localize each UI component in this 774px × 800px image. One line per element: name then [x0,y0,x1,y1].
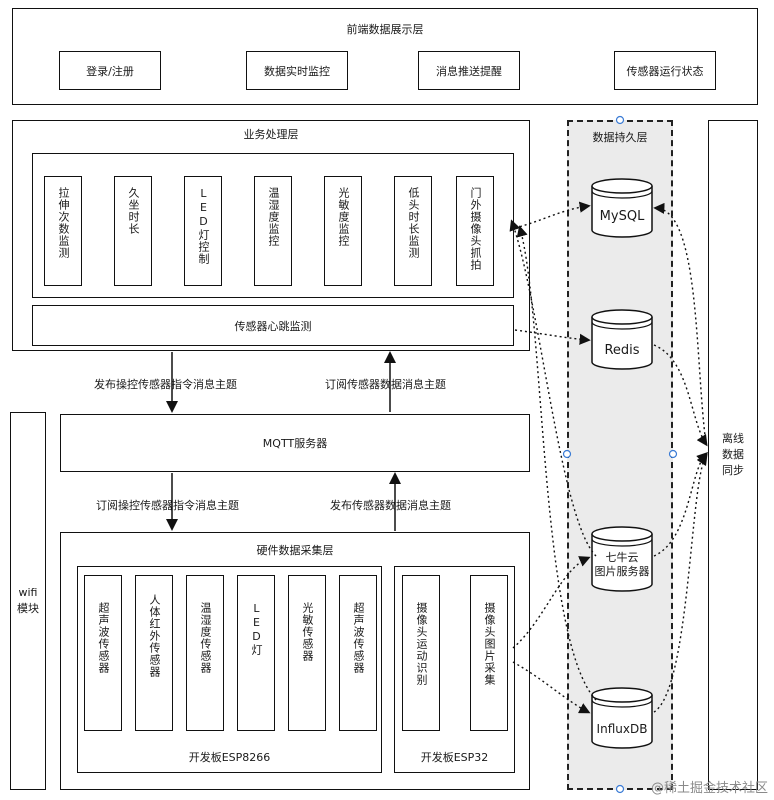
edge-esp32-to-influx [512,661,591,714]
subscribe-data-label: 订阅传感器数据消息主题 [325,378,446,391]
mqtt-server-box: MQTT服务器 [60,414,530,472]
business-layer-title: 业务处理层 [243,128,299,141]
module-led-control: LED灯控制 [184,176,222,286]
redis-label: Redis [604,343,640,358]
sensor-light: 光敏传感器 [288,575,326,731]
sensor-camera-capture: 摄像头图片采集 [470,575,508,731]
sensor-led: LED灯 [237,575,275,731]
persist-anchor-bottom [615,784,625,794]
watermark: @稀土掘金技术社区 [650,781,768,796]
persist-anchor-top [615,115,625,125]
persistence-layer-title: 数据持久层 [592,131,648,144]
qiniu-cylinder [591,526,653,592]
publish-control-label: 发布操控传感器指令消息主题 [94,378,237,391]
esp32-label: 开发板ESP32 [420,751,489,764]
mysql-label: MySQL [599,209,645,224]
sensor-ultrasonic-1: 超声波传感器 [84,575,122,731]
persist-anchor-right [668,449,678,459]
influxdb-label: InfluxDB [596,722,648,736]
module-sitting-duration: 久坐时长 [114,176,152,286]
module-head-down-duration: 低头时长监测 [394,176,432,286]
wifi-module-box: wifi模块 [10,412,46,790]
edge-influx-to-business [516,225,597,701]
edge-redis-to-offline [653,344,708,447]
module-light-sensitivity: 光敏度监控 [324,176,362,286]
subscribe-control-label: 订阅操控传感器指令消息主题 [96,499,239,512]
module-door-camera: 门外摄像头抓拍 [456,176,494,286]
publish-data-label: 发布传感器数据消息主题 [330,499,451,512]
hardware-layer: 硬件数据采集层 超声波传感器 人体红外传感器 温湿度传感器 LED灯 光敏传感器… [60,532,530,790]
influxdb-cylinder [591,687,653,749]
edge-qiniu-to-offline [653,452,708,557]
offline-sync-label: 离线数据同步 [722,432,744,477]
mysql-cylinder [591,178,653,238]
esp8266-board: 超声波传感器 人体红外传感器 温湿度传感器 LED灯 光敏传感器 超声波传感器 … [77,566,382,773]
sensor-ultrasonic-2: 超声波传感器 [339,575,377,731]
edge-esp32-to-qiniu [512,556,591,649]
sensor-camera-motion: 摄像头运动识别 [402,575,440,731]
business-layer: 业务处理层 拉伸次数监测 久坐时长 LED灯控制 温湿度监控 光敏度监控 低头时… [12,120,530,351]
persist-anchor-left [562,449,572,459]
sensor-temp-humidity: 温湿度传感器 [186,575,224,731]
edge-heartbeat-to-redis [514,329,591,345]
wifi-module-label: wifi模块 [17,586,39,615]
heartbeat-monitor-box: 传感器心跳监测 [32,305,514,346]
module-temp-humidity: 温湿度监控 [254,176,292,286]
frontend-layer: 前端数据展示层 登录/注册 数据实时监控 消息推送提醒 传感器运行状态 [12,8,758,105]
edge-influx-to-offline [653,453,708,713]
esp8266-label: 开发板ESP8266 [188,751,271,764]
hardware-layer-title: 硬件数据采集层 [256,544,334,557]
edge-camera-to-mysql [514,201,591,229]
edge-mysql-to-offline [653,202,707,445]
qiniu-label: 七牛云 图片服务器 [594,551,650,578]
module-stretch-count: 拉伸次数监测 [44,176,82,286]
sensor-pir: 人体红外传感器 [135,575,173,731]
login-register-box: 登录/注册 [59,51,161,90]
offline-sync-box: 离线数据同步 [708,120,758,790]
realtime-monitor-box: 数据实时监控 [246,51,348,90]
esp32-board: 摄像头运动识别 摄像头图片采集 开发板ESP32 [394,566,515,773]
push-notify-box: 消息推送提醒 [418,51,520,90]
edge-qiniu-to-camera [509,219,597,557]
frontend-layer-title: 前端数据展示层 [346,23,424,36]
business-modules-container: 拉伸次数监测 久坐时长 LED灯控制 温湿度监控 光敏度监控 低头时长监测 门外… [32,153,514,298]
redis-cylinder [591,309,653,370]
sensor-status-box: 传感器运行状态 [614,51,716,90]
